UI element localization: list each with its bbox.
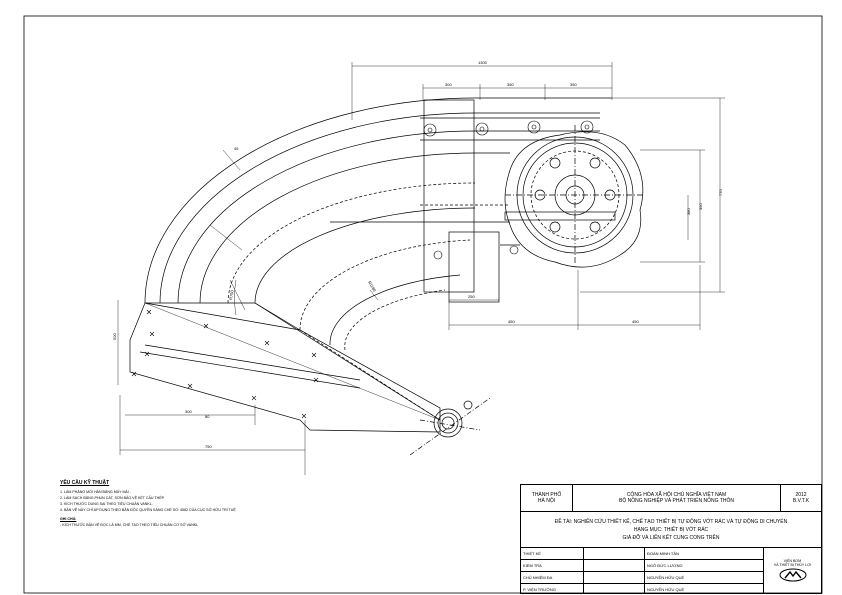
support-arm — [129, 302, 441, 433]
tb-role-4: P. VIỆN TRƯỞNG — [523, 586, 556, 592]
title-block: THÀNH PHỐ HÀ NỘI CỘNG HÒA XÃ HỘI CHỦ NGH… — [520, 484, 822, 594]
note-line: - KÍCH THƯỚC BẢN VẼ ĐỌC LÀ MM, CHẾ TẠO T… — [60, 523, 199, 527]
dim-seg-a: 300 — [445, 82, 452, 87]
dim-seg-b: 350 — [507, 82, 514, 87]
tb-row-1: THIẾT KẾ ĐOÀN MINH TÂN — [521, 547, 763, 559]
sprocket-wheel — [504, 125, 645, 268]
dim-bottom-gap: 250 — [468, 294, 475, 299]
dim-right-inner2: 380 — [686, 208, 691, 215]
tb-header-cell: CỘNG HÒA XÃ HỘI CHỦ NGHĨA VIỆT NAM BỘ NÔ… — [573, 485, 781, 511]
curved-frame — [144, 97, 476, 351]
tb-city: THÀNH PHỐ — [531, 492, 562, 498]
institute-logo-icon — [779, 568, 806, 582]
tb-role-2: KIỂM TRA — [523, 563, 542, 568]
dim-radius: R1180 — [367, 280, 377, 293]
tb-role-3: CHỦ NHIỆM ĐA — [523, 575, 553, 580]
tb-name-2: NGÔ ĐỨC LƯƠNG — [644, 560, 683, 571]
tb-institute2: VÀ THIẾT BỊ THỦY LỢI — [773, 563, 812, 567]
tb-code: B.V.T.K — [792, 498, 810, 504]
tb-name-1: ĐOÀN MINH TÂN — [644, 548, 679, 559]
tb-row-4: P. VIỆN TRƯỞNG NGUYỄN HỮU QUẾ — [521, 583, 763, 594]
dim-right-inner: 350 — [698, 203, 703, 210]
tb-topic: ĐỀ TÀI: NGHIÊN CỨU THIẾT KẾ, CHẾ TẠO THI… — [554, 518, 788, 525]
dim-seg-c: 350 — [570, 82, 577, 87]
note-line-3: 3. KÍCH THƯỚC DUNG SAI THEO TIÊU CHUẨN V… — [60, 502, 153, 506]
dim-arc: 45 — [234, 146, 239, 151]
dim-top-overall: 1300 — [478, 60, 488, 65]
note-line-2: 2. LÀM SẠCH BẰNG PHUN CÁT, SƠN BẢO VỆ KẾ… — [60, 496, 165, 500]
tb-row-2: KIỂM TRA NGÔ ĐỨC LƯƠNG — [521, 559, 763, 571]
dim-bottom-width2: 450 — [632, 319, 639, 324]
dim-bottom-width: 450 — [508, 319, 515, 324]
dim-right-height: 770 — [718, 189, 723, 196]
dim-arm-short: 300 — [185, 409, 192, 414]
tb-ministry: BỘ NÔNG NGHIỆP VÀ PHÁT TRIỂN NÔNG THÔN — [619, 498, 734, 504]
note-line-1: 1. LÀM PHẲNG MỐI HÀN BẰNG MÁY MÀI . — [60, 490, 131, 494]
tb-row-3: CHỦ NHIỆM ĐA NGUYỄN HỮU QUẾ — [521, 571, 763, 583]
technical-notes: YÊU CẦU KỸ THUẬT 1. LÀM PHẲNG MỐI HÀN BẰ… — [60, 480, 360, 528]
tb-city-cell: THÀNH PHỐ HÀ NỘI — [521, 485, 573, 511]
sheet-border — [23, 15, 823, 594]
tb-year: 2012 — [795, 492, 807, 498]
tb-institute-cell: VIỆN BƠM VÀ THIẾT BỊ THỦY LỢI — [763, 547, 821, 594]
tb-item: HẠNG MỤC: THIẾT BỊ VỚT RÁC — [633, 526, 709, 533]
top-rails — [330, 97, 612, 303]
top-bolts — [423, 120, 594, 260]
dim-arm-tick: 80 — [205, 414, 210, 419]
tb-role-1: THIẾT KẾ — [523, 551, 541, 556]
tb-name-4: NGUYỄN HỮU QUẾ — [644, 584, 684, 594]
arm-bolts — [131, 309, 319, 419]
tb-year-cell: 2012 B.V.T.K — [781, 485, 821, 511]
dim-left-arm: 500 — [112, 333, 117, 340]
dim-inner-radius: R750 — [228, 289, 235, 300]
tb-name-3: NGUYỄN HỮU QUẾ — [644, 572, 684, 583]
tb-city2: HÀ NỘI — [537, 498, 556, 504]
tb-republic: CỘNG HÒA XÃ HỘI CHỦ NGHĨA VIỆT NAM — [626, 492, 727, 498]
bottom-pulley — [409, 397, 491, 456]
tb-institute: VIỆN BƠM — [783, 559, 802, 563]
tb-topic-cell: ĐỀ TÀI: NGHIÊN CỨU THIẾT KẾ, CHẾ TẠO THI… — [521, 511, 821, 547]
note-title: GHI CHÚ: — [60, 517, 77, 521]
notes-title: YÊU CẦU KỸ THUẬT — [60, 480, 110, 486]
note-line-4: 4. BẢN VẼ NÀY CHỈ ÁP DỤNG THEO BẢN ĐỘC Q… — [60, 508, 236, 512]
tb-part: GIÁ ĐỠ VÀ LIÊN KẾT CUNG CONG TRÊN — [622, 534, 720, 541]
dimension-lines — [117, 62, 725, 475]
dim-arm-len: 750 — [205, 444, 212, 449]
